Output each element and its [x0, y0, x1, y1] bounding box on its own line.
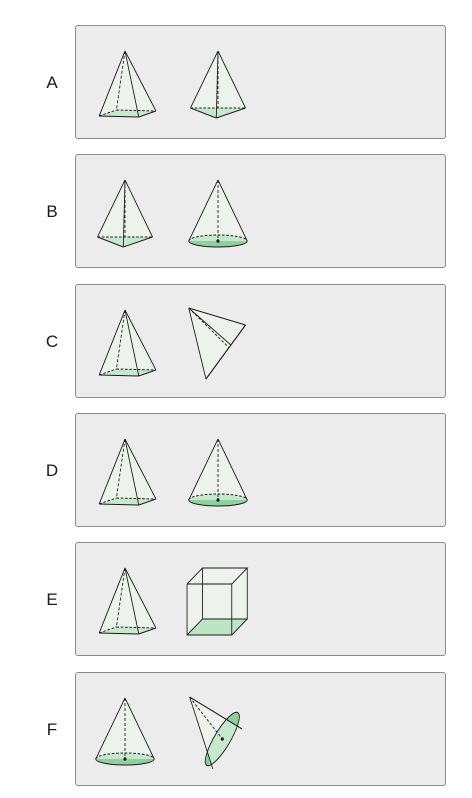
cone-icon: [86, 673, 166, 787]
square-pyramid-icon: [86, 414, 166, 528]
tilted-cone-icon: [179, 673, 259, 787]
option-panel[interactable]: [75, 154, 446, 268]
option-row-d: D: [0, 413, 472, 529]
option-label: A: [46, 73, 58, 92]
square-pyramid-icon: [86, 543, 166, 657]
tilted-triangular-pyramid-icon: [179, 285, 259, 399]
triangular-pyramid-icon: [86, 155, 166, 269]
cone-icon: [179, 414, 259, 528]
option-label: B: [46, 202, 58, 221]
option-row-a: A: [0, 25, 472, 141]
option-label: C: [45, 332, 59, 351]
option-row-e: E: [0, 542, 472, 658]
option-label: F: [46, 720, 58, 739]
cube-icon: [179, 543, 259, 657]
option-label: D: [45, 461, 59, 480]
option-panel[interactable]: [75, 672, 446, 786]
option-row-c: C: [0, 284, 472, 400]
option-panel[interactable]: [75, 542, 446, 656]
option-label: E: [46, 590, 58, 609]
option-panel[interactable]: [75, 284, 446, 398]
option-panel[interactable]: [75, 25, 446, 139]
square-pyramid-icon: [86, 26, 166, 140]
option-panel[interactable]: [75, 413, 446, 527]
option-row-f: F: [0, 672, 472, 788]
option-row-b: B: [0, 154, 472, 270]
square-pyramid-icon: [86, 285, 166, 399]
cone-icon: [179, 155, 259, 269]
triangular-pyramid-icon: [179, 26, 259, 140]
